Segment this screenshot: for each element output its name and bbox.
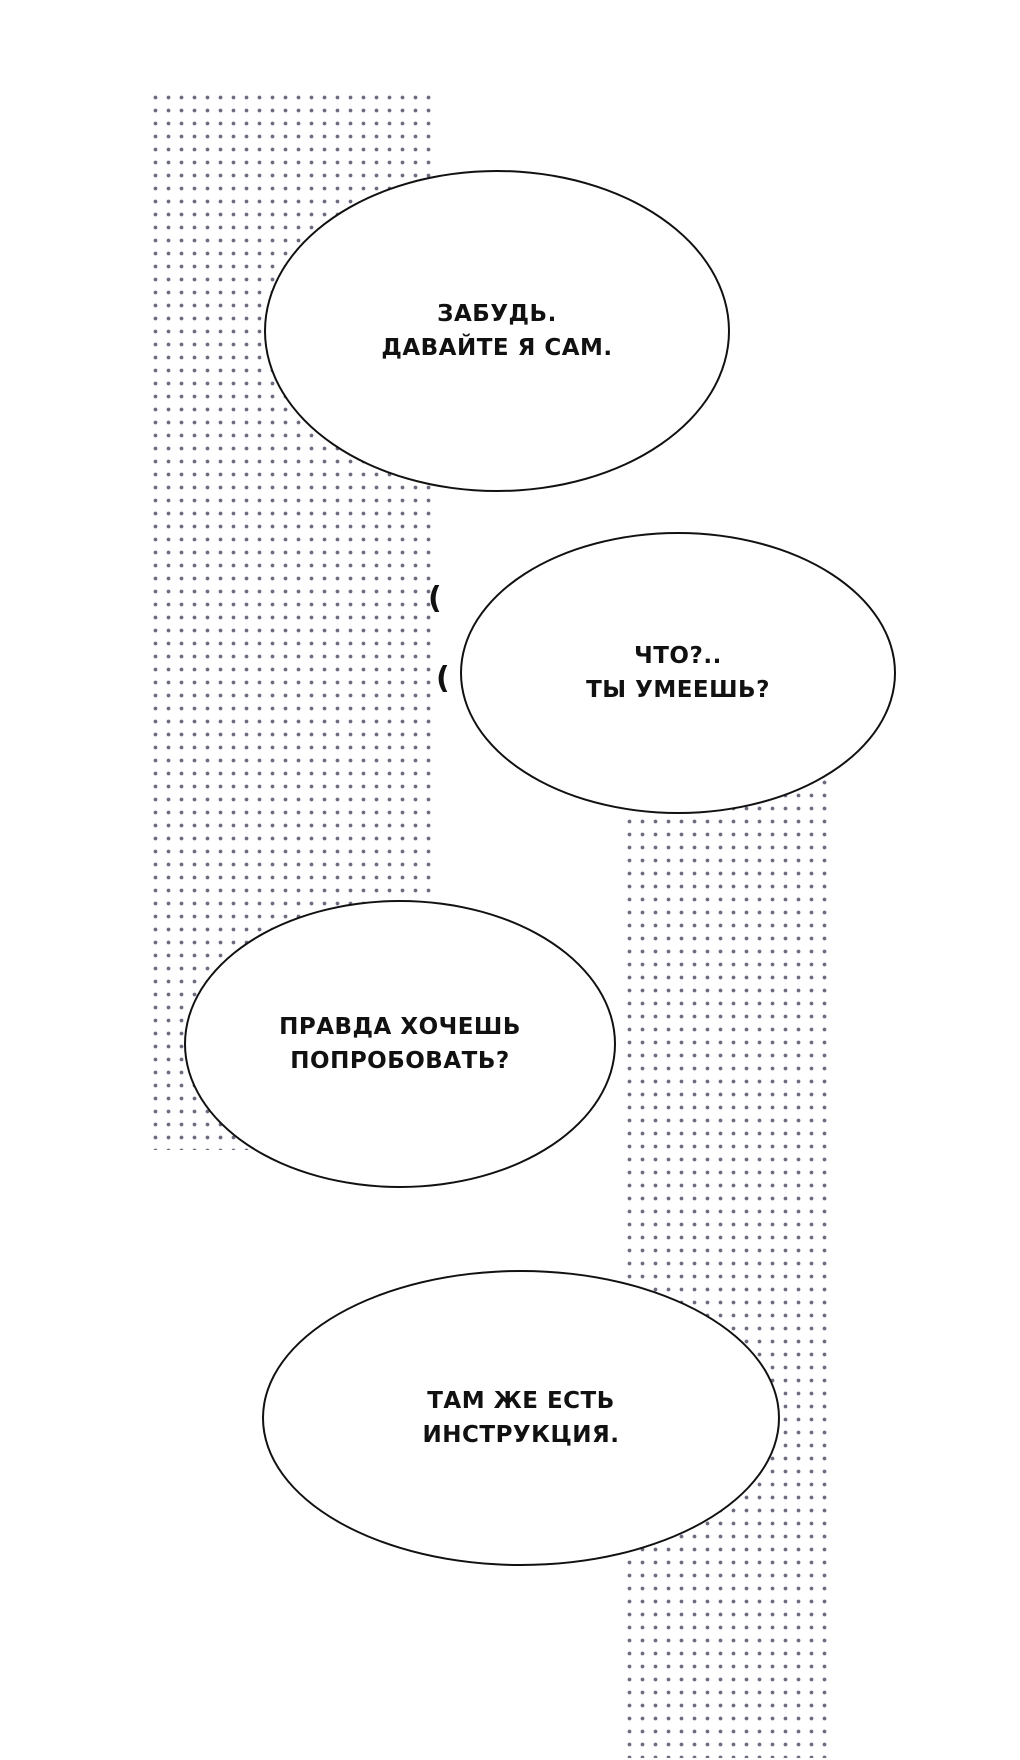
speech-bubble-2-line-1: Что?.. [634, 643, 722, 669]
speech-bubble-3-line-1: Правда хочешь [279, 1014, 521, 1040]
speech-bubble-1-text: Забудь. Давайте я сам. [381, 297, 612, 365]
speech-bubble-1-line-2: Давайте я сам. [381, 335, 613, 361]
speech-bubble-2: Что?.. Ты умеешь? [460, 532, 896, 814]
speech-bubble-4-line-1: Там же есть [427, 1388, 615, 1414]
speech-bubble-4-line-2: инструкция. [422, 1422, 620, 1448]
speech-bubble-4-text: Там же есть инструкция. [423, 1384, 620, 1452]
speech-bubble-3-line-2: попробовать? [290, 1048, 510, 1074]
speech-bubble-1-line-1: Забудь. [437, 301, 557, 327]
speech-bubble-1: Забудь. Давайте я сам. [264, 170, 730, 492]
speech-bubble-2-line-2: Ты умеешь? [586, 677, 770, 703]
speech-bubble-2-text: Что?.. Ты умеешь? [586, 639, 770, 707]
motion-mark-icon: ( [428, 581, 442, 616]
speech-bubble-3: Правда хочешь попробовать? [184, 900, 616, 1188]
screentone-panel-right [620, 760, 828, 1758]
motion-mark-icon: ( [436, 661, 450, 696]
speech-bubble-3-text: Правда хочешь попробовать? [279, 1010, 521, 1078]
speech-bubble-4: Там же есть инструкция. [262, 1270, 780, 1566]
